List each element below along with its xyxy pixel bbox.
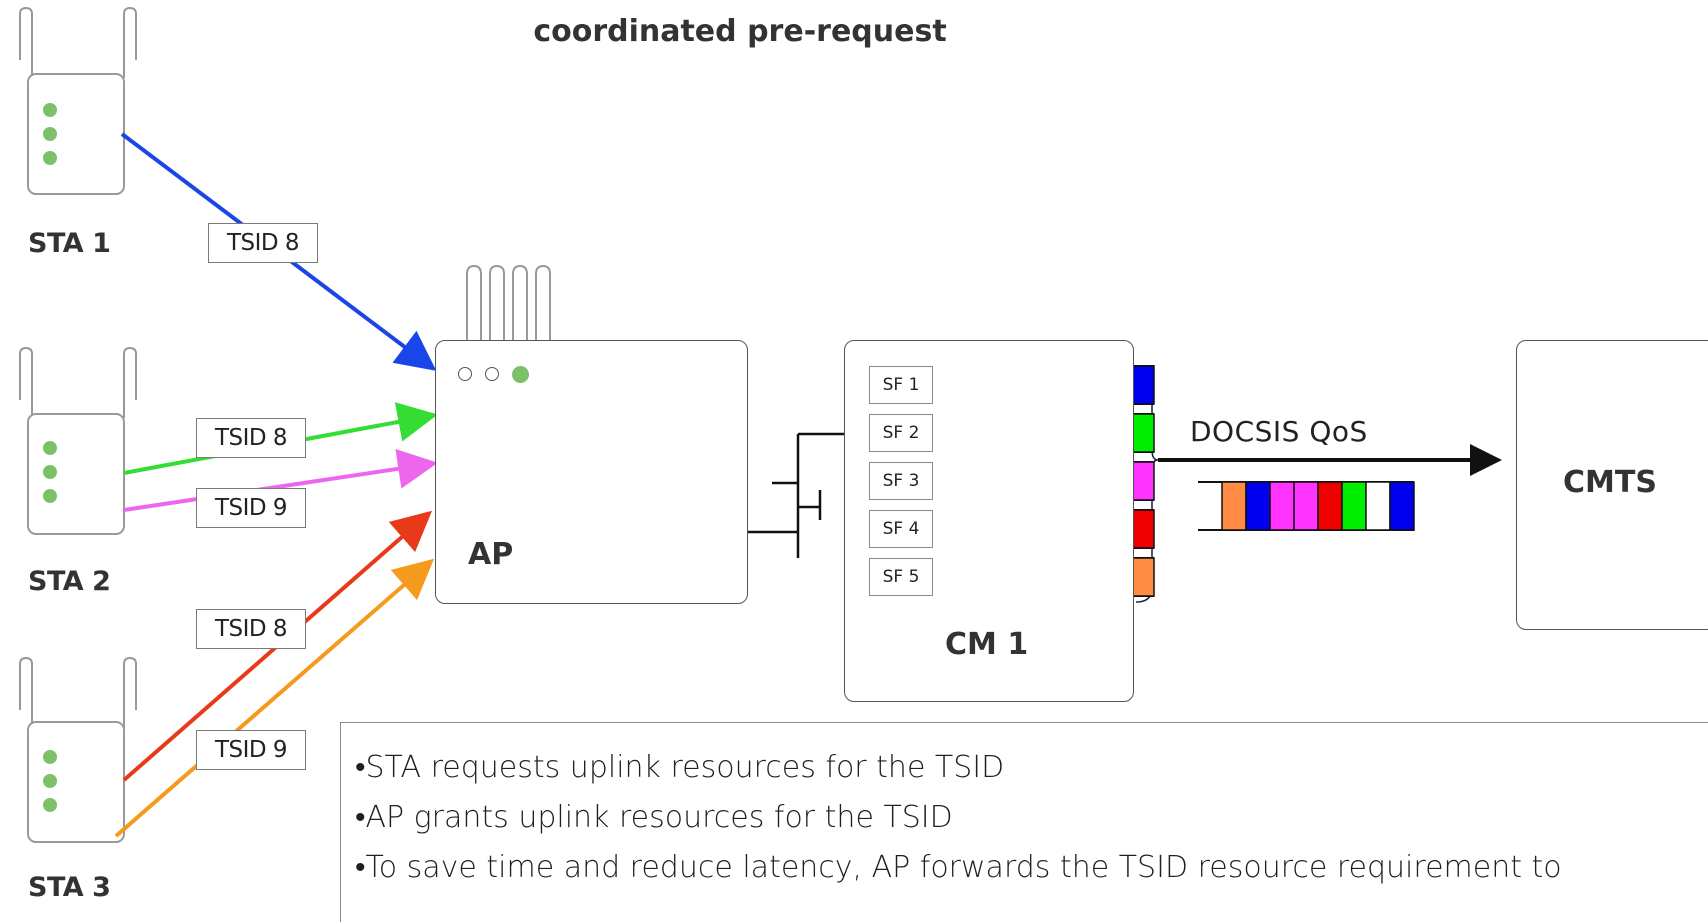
sf-4-label: SF 4 <box>869 510 933 548</box>
note-item: •STA requests uplink resources for the T… <box>355 750 1005 785</box>
sf-1-queue-slot-blue <box>1129 365 1155 405</box>
link-queue <box>1198 481 1415 531</box>
tsid-label-sta2-8: TSID 8 <box>196 418 306 458</box>
ap-label: AP <box>468 537 514 572</box>
ap-led-on-icon <box>512 366 529 383</box>
sf-3-label: SF 3 <box>869 462 933 500</box>
cm-box: SF 1 SF 2 SF 3 SF 4 SF 5 CM 1 <box>844 340 1134 702</box>
sta-1-device <box>19 6 137 195</box>
diagram-title: coordinated pre-request <box>533 14 947 49</box>
led-icon <box>43 750 57 764</box>
docsis-qos-label: DOCSIS QoS <box>1190 415 1368 448</box>
led-icon <box>43 798 57 812</box>
notes-panel: •STA requests uplink resources for the T… <box>340 722 1708 922</box>
note-item: •AP grants uplink resources for the TSID <box>355 800 953 835</box>
tsid-label-sta2-9: TSID 9 <box>196 488 306 528</box>
sf-1-label: SF 1 <box>869 366 933 404</box>
led-icon <box>43 774 57 788</box>
tsid-label-sta1-8: TSID 8 <box>208 223 318 263</box>
cmts-box: CMTS <box>1516 340 1708 630</box>
sta-3-device <box>19 656 137 843</box>
tsid-label-sta3-8: TSID 8 <box>196 609 306 649</box>
docsis-queue-slot-green <box>1341 481 1367 531</box>
led-icon <box>43 127 57 141</box>
tsid-label-sta3-9: TSID 9 <box>196 730 306 770</box>
ap-led-off-icon <box>485 367 499 381</box>
led-icon <box>43 441 57 455</box>
led-icon <box>43 489 57 503</box>
ap-cm-connector <box>748 432 844 558</box>
ap-box: AP <box>435 340 748 604</box>
sta-2-device <box>19 346 137 535</box>
sf-2-label: SF 2 <box>869 414 933 452</box>
flow-arrow-magenta <box>123 448 438 512</box>
docsis-queue-slot-blue <box>1245 481 1271 531</box>
cmts-label: CMTS <box>1563 465 1657 500</box>
docsis-queue-slot-white <box>1365 481 1391 531</box>
docsis-queue-slot-magenta <box>1269 481 1295 531</box>
cm-label: CM 1 <box>945 627 1029 662</box>
note-item: •To save time and reduce latency, AP for… <box>355 850 1562 885</box>
flow-arrow-orange <box>114 558 435 838</box>
sf-5-label: SF 5 <box>869 558 933 596</box>
sta-3-label: STA 3 <box>28 872 111 903</box>
led-icon <box>43 103 57 117</box>
ap-led-off-icon <box>458 367 472 381</box>
docsis-queue-slot-blue <box>1389 481 1415 531</box>
sta-2-label: STA 2 <box>28 566 111 597</box>
led-icon <box>43 151 57 165</box>
docsis-queue-slot-red <box>1317 481 1343 531</box>
led-icon <box>43 465 57 479</box>
sf-2-queue-slot-green <box>1129 413 1155 453</box>
ap-antennas <box>466 264 551 340</box>
sta-1-label: STA 1 <box>28 228 111 259</box>
sf-3-queue-slot-magenta <box>1129 461 1155 501</box>
docsis-queue-slot-magenta <box>1293 481 1319 531</box>
sf-5-queue-slot-orange <box>1129 557 1155 597</box>
docsis-queue-slot-orange <box>1221 481 1247 531</box>
